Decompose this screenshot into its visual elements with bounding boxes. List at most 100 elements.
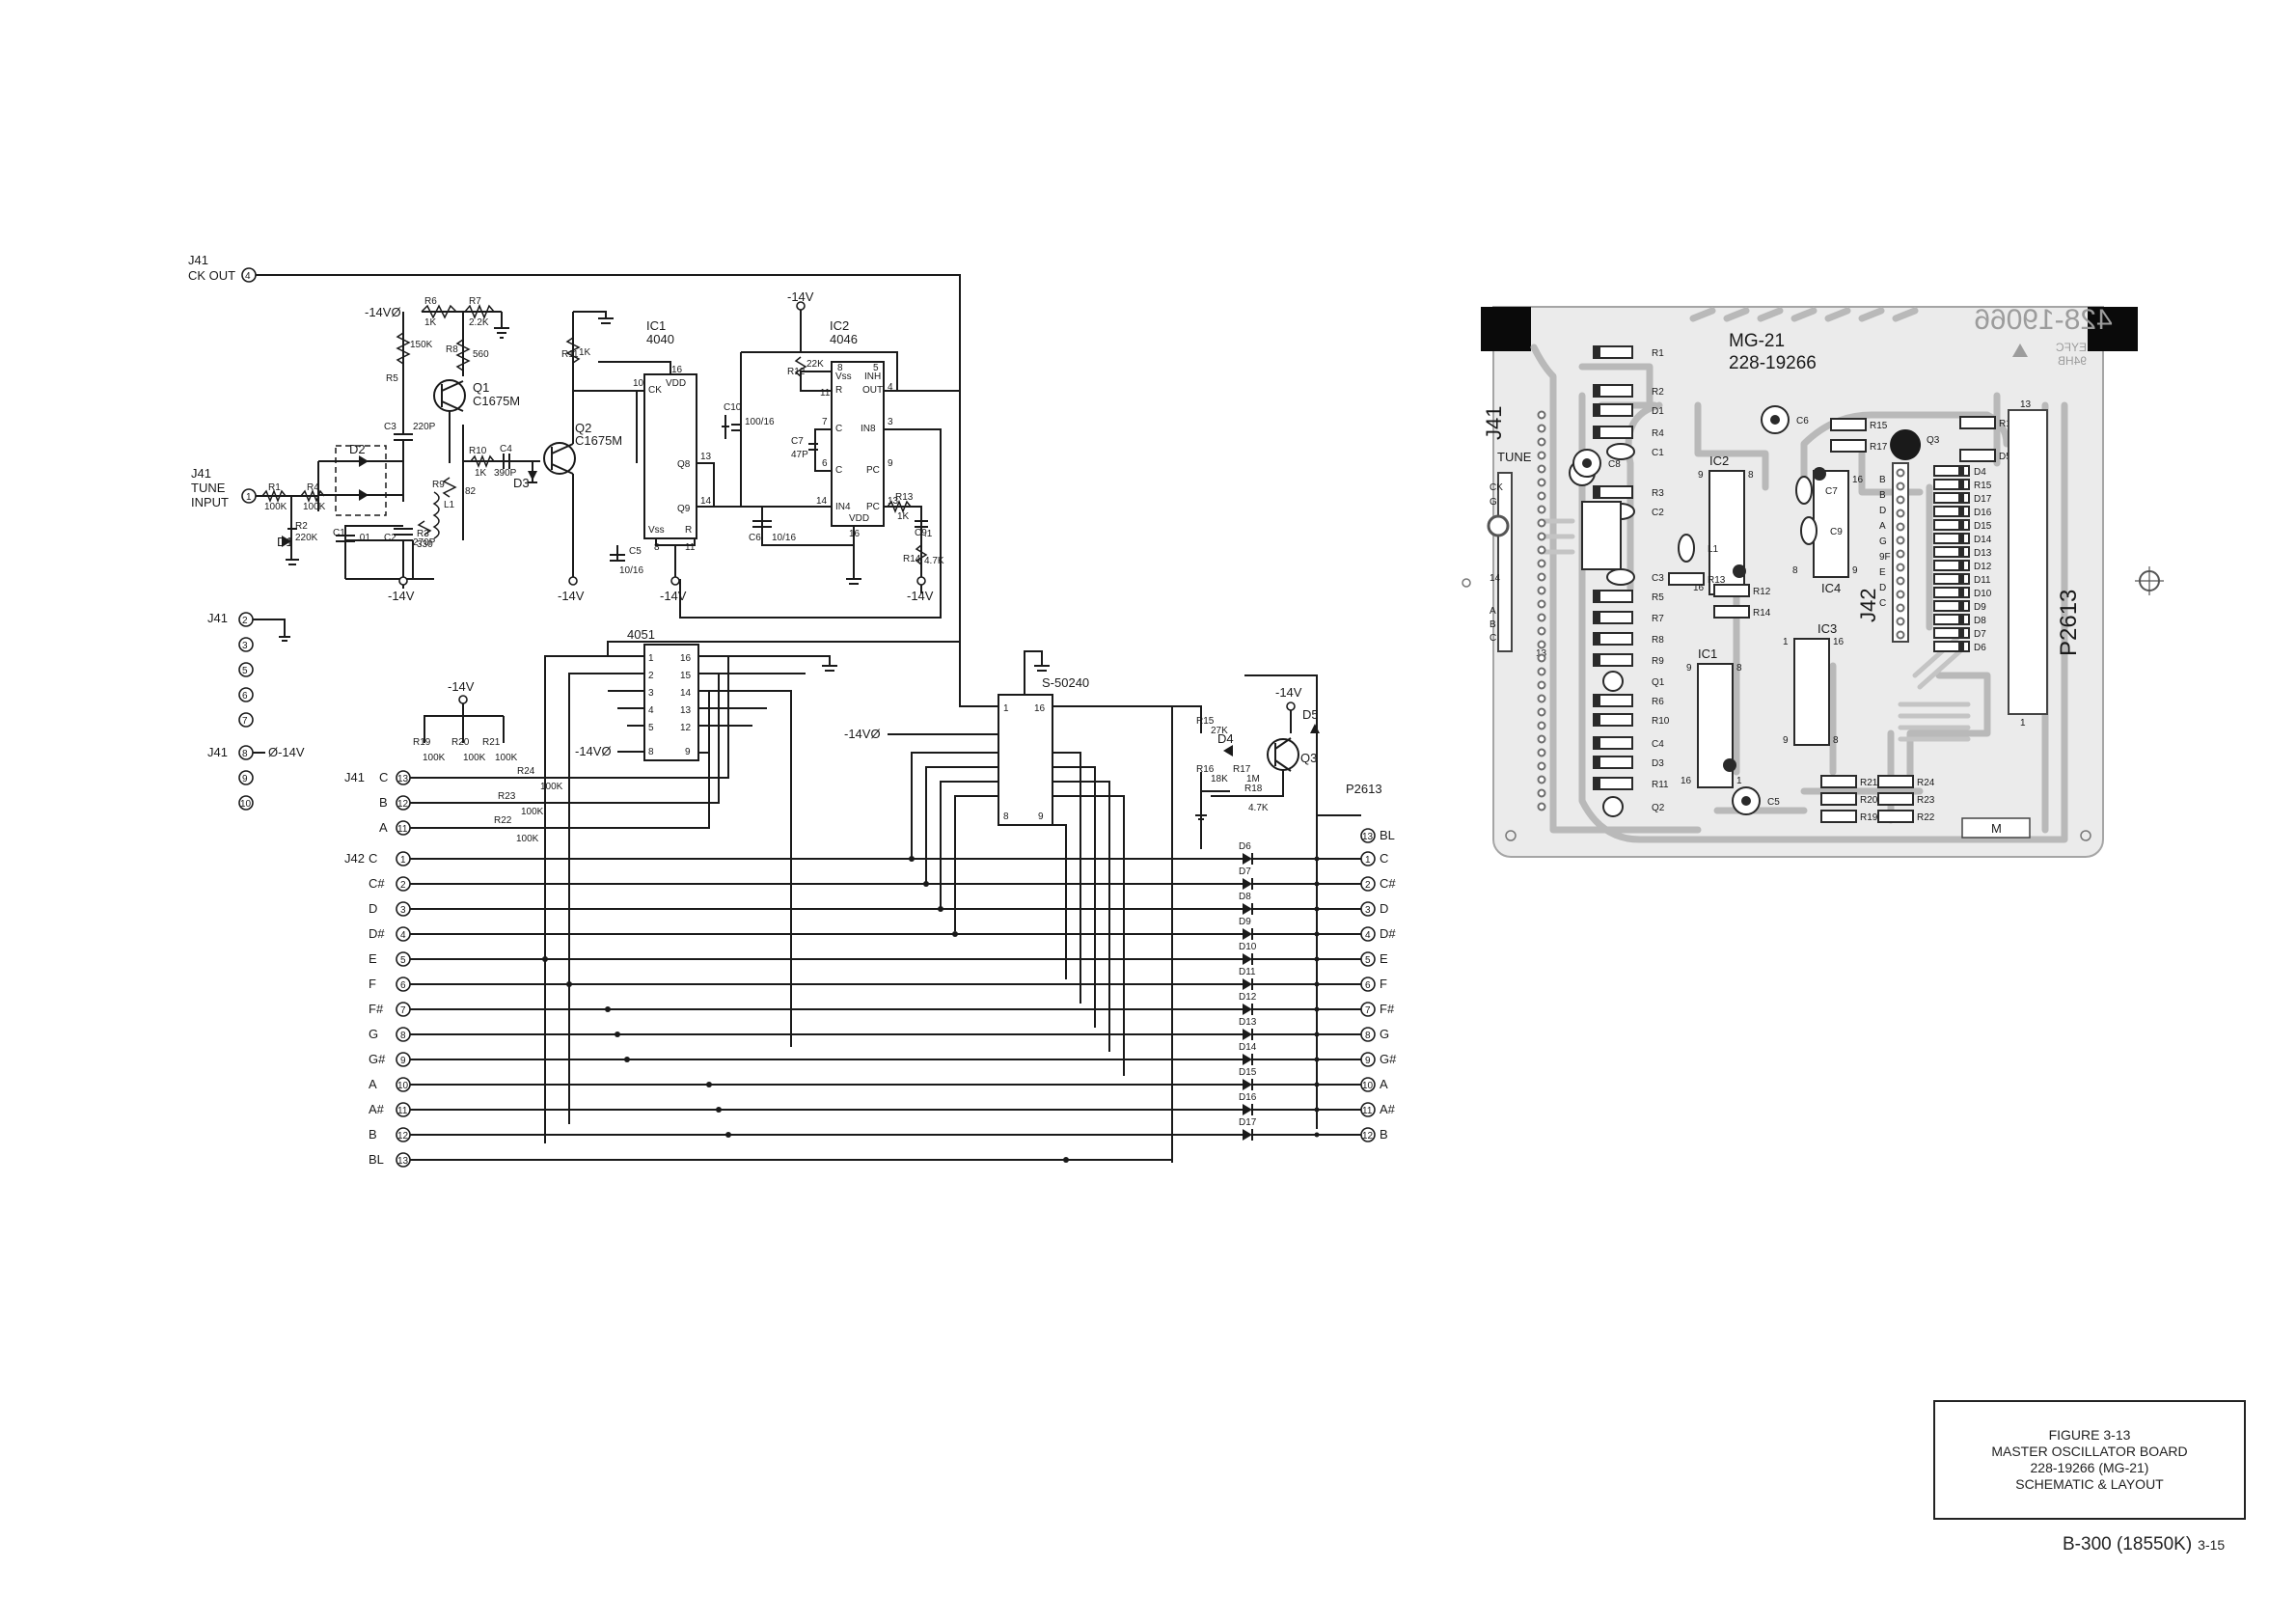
j42-note: D#: [369, 926, 385, 941]
diode-outline: [1933, 546, 1970, 558]
r2-ref: R2: [295, 521, 308, 532]
q1-transistor: [433, 379, 466, 412]
p2613-pin-number: 6: [1365, 980, 1371, 991]
j41-unused-pins: J41 2 3 5 6 7 J41 8 Ø-14V 9 10: [207, 611, 305, 811]
layout-part: R6: [1593, 694, 1664, 707]
c5-capacitor: [610, 545, 625, 562]
part-ref: R12: [1753, 587, 1771, 597]
layout-part: R3: [1593, 485, 1664, 499]
q1-ref: Q1: [473, 380, 489, 395]
d5-ref: D5: [1302, 707, 1319, 722]
tune-label: TUNE: [191, 481, 226, 495]
part-ref: R6: [1652, 697, 1664, 707]
tune-j41-label: J41: [191, 466, 211, 481]
diode-ref: D4: [1974, 467, 1986, 478]
diode-outline: [1933, 506, 1970, 517]
pad: [1896, 468, 1905, 478]
r15-value: 27K: [1211, 726, 1228, 736]
layout-part: Q1: [1602, 671, 1665, 692]
r1-resistor: [261, 488, 287, 504]
abc-select: -14V R19 100K R20 100K R21 100K J41 C 13…: [344, 656, 729, 844]
ic2-out: OUT: [862, 385, 883, 396]
part-ref: C7: [1825, 486, 1838, 497]
pin-mark: 16: [1833, 637, 1845, 647]
s50240-clock-net: [959, 642, 1050, 707]
ic1-r: R: [685, 525, 692, 536]
layout-part: C8: [1572, 449, 1621, 478]
ic2-label: IC2: [1709, 454, 1729, 468]
layout-part: Q2: [1602, 796, 1665, 817]
p2613-note: C: [1380, 851, 1388, 866]
layout-ic3: IC3 1 8 9 16: [1783, 621, 1845, 746]
part-ref: R24: [1917, 778, 1935, 788]
q3-ground: [1195, 806, 1207, 820]
diode-ref: D8: [1974, 616, 1986, 626]
p2613-pin-number: 11: [1362, 1106, 1373, 1116]
p2613-pin: [1360, 1002, 1376, 1017]
q3-leads: [1274, 737, 1292, 772]
ic1-q9: Q9: [677, 504, 691, 514]
r19-value: 100K: [423, 753, 446, 763]
pad: [1537, 802, 1546, 812]
r22-value: 100K: [516, 834, 539, 844]
r21-ref: R21: [482, 737, 501, 748]
tap-junction: [923, 881, 929, 887]
band: [1594, 486, 1600, 498]
p2613-note: G: [1380, 1027, 1389, 1041]
tap-junction: [725, 1132, 731, 1138]
p2613-note: B: [1380, 1127, 1388, 1142]
pin-mark: 13: [2020, 399, 2032, 410]
ic1-vdd: VDD: [666, 378, 686, 389]
diode-ref: D11: [1974, 575, 1991, 586]
ic1-ck: CK: [648, 385, 662, 396]
r1-value: 100K: [264, 502, 287, 512]
q2-part: C1675M: [575, 433, 622, 448]
c9-ref: C9: [915, 528, 927, 538]
board-number: 228-19266: [1729, 353, 1817, 373]
tap-junction: [938, 906, 943, 912]
j42-label: J42: [344, 851, 365, 866]
r12-value: 22K: [806, 359, 824, 370]
q2-supply-node: [568, 576, 578, 586]
c6-value: 10/16: [772, 533, 796, 543]
p2613-note: F#: [1380, 1002, 1395, 1016]
p2613-note: A: [1380, 1077, 1388, 1091]
c10-ref: C10: [724, 402, 742, 413]
resistor-outline: [1830, 418, 1867, 431]
d3-ref: D3: [513, 476, 530, 490]
ic1-pin13: 13: [700, 452, 712, 462]
l1-ref: L1: [444, 500, 455, 510]
c3-value: 220P: [413, 422, 436, 432]
pad: [1537, 788, 1546, 798]
ic4-package: [1813, 470, 1849, 578]
layout-part: R7: [1593, 611, 1664, 624]
diode-ref: D17: [1974, 494, 1992, 505]
supply-rail: [422, 311, 503, 328]
ic2-vdd: VDD: [849, 513, 869, 524]
ic3-label: IC3: [1818, 621, 1837, 636]
p2613-pin-number: 12: [1362, 1131, 1374, 1142]
pin-number: 12: [397, 799, 409, 810]
c10-capacitor: [722, 415, 741, 439]
q3-supply-node: [1286, 701, 1296, 711]
corner-hole-left: [1505, 830, 1517, 841]
j42-pin-label: E: [1879, 567, 1886, 578]
j42-pin-number: 9: [400, 1056, 406, 1066]
pin-conn: J41: [207, 745, 228, 759]
part-ref: R11: [1652, 780, 1669, 790]
j42-pin-label: A: [1879, 521, 1886, 532]
part-ref: R5: [1652, 592, 1664, 603]
r7-value: 2.2K: [469, 317, 489, 328]
s50240-right-nets: [1052, 705, 1173, 1163]
resistor-outline: [1877, 775, 1914, 788]
pad: [1537, 559, 1546, 568]
p2613-pin-number: 5: [1365, 955, 1371, 966]
part-ref: R21: [1860, 778, 1878, 788]
layout-j41: J41: [1482, 406, 1506, 440]
